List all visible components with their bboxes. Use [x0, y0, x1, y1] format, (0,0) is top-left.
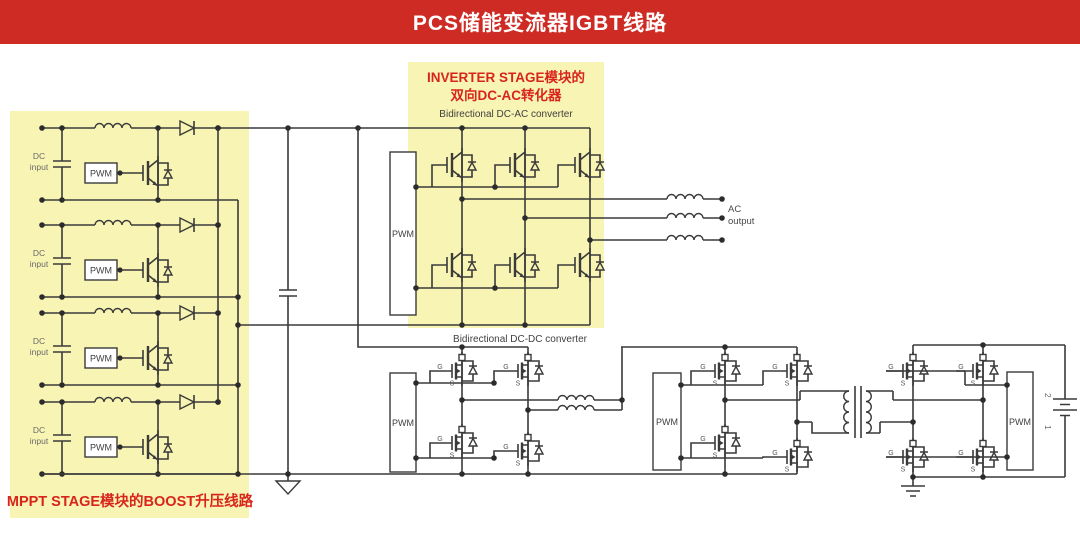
mppt-panel [10, 111, 249, 518]
mosfet-bridgeB [696, 422, 742, 461]
junction-dots [215, 125, 1010, 480]
wiring [42, 127, 1077, 497]
ac-output-label: AC [728, 204, 741, 215]
pwm-label: PWM [1009, 417, 1031, 427]
mosfet-bridgeC [954, 350, 1000, 389]
header-bar: PCS储能变流器IGBT线路 [0, 0, 1080, 44]
inverter-panel [408, 62, 604, 328]
pwm-box-bridgeC [1006, 371, 1034, 471]
mosfet-bridgeA [499, 350, 545, 389]
pwm-box-bridgeA [389, 372, 417, 473]
ground-icon [274, 480, 302, 496]
battery-terminal-2: 2 [1043, 393, 1053, 398]
dcdc-subtitle: Bidirectional DC-DC converter [453, 334, 588, 345]
pwm-box-bridgeB [652, 372, 682, 471]
mosfet-bridgeC [884, 436, 930, 475]
page-title: PCS储能变流器IGBT线路 [412, 12, 668, 35]
mosfet-bridgeA [433, 422, 479, 461]
ac-output-label: output [728, 216, 755, 227]
mosfet-bridgeB [768, 436, 814, 475]
mosfet-bridgeB [768, 350, 814, 389]
inverter-title-1: INVERTER STAGE模块的 [427, 69, 585, 85]
earth-icon [901, 485, 925, 497]
mosfet-bridgeC [954, 436, 1000, 475]
inverter-title-2: 双向DC-AC转化器 [451, 87, 562, 103]
mosfet-bridgeB [696, 350, 742, 389]
mosfet-bridgeA [499, 430, 545, 469]
mosfet-bridgeC [884, 350, 930, 389]
mosfet-bridgeA [433, 350, 479, 389]
pwm-label: PWM [392, 229, 414, 239]
pwm-label: PWM [392, 418, 414, 428]
battery-icon [1053, 398, 1077, 417]
pwm-boxes: PWM PWM PWM PWM [389, 151, 1034, 473]
dcac-subtitle: Bidirectional DC-AC converter [439, 109, 573, 120]
mppt-caption: MPPT STAGE模块的BOOST升压线路 [7, 492, 254, 510]
battery-terminal-1: 1 [1043, 425, 1053, 430]
pwm-label: PWM [656, 417, 678, 427]
pwm-box-inverter [389, 151, 417, 316]
transformer [843, 386, 872, 438]
